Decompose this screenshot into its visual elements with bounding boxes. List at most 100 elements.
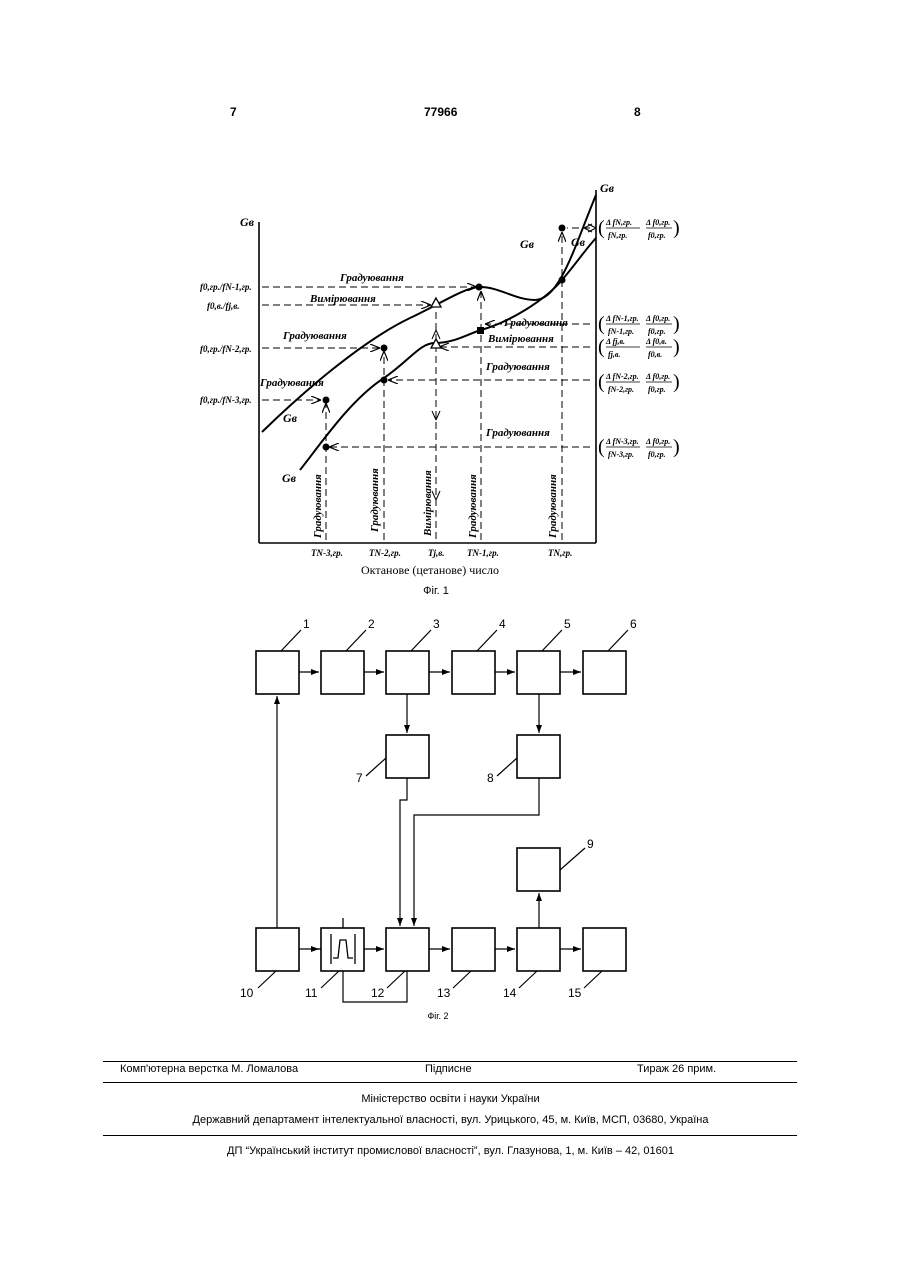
footer-ministry: Міністерство освіти і науки України <box>0 1093 901 1105</box>
ratio-numerator-2: Δ f0,в. <box>645 337 667 346</box>
paren-open: ( <box>598 217 605 239</box>
paren-close: ) <box>673 371 680 393</box>
block-number-13: 13 <box>437 986 451 1000</box>
x-tick-4: TN-1,гр. <box>467 548 499 558</box>
label-graduation-right-2: Градуювання <box>485 361 550 373</box>
ratio-denominator-1: fj,в. <box>608 350 620 359</box>
label-measurement-right: Вимірювання <box>487 333 554 345</box>
paren-close: ) <box>673 436 680 458</box>
ratio-numerator-1: Δ fN-3,гр. <box>605 437 639 446</box>
block-7 <box>386 735 429 778</box>
figure-1-graph: Gв Gв Gв Gв Gв Gв f0,гр./fN-1,гр. f0,в./… <box>0 0 901 610</box>
label-graduation-mid: Градуювання <box>282 330 347 342</box>
footer-layout: Комп'ютерна верстка М. Ломалова <box>120 1063 298 1075</box>
ratio-denominator-1: fN-2,гр. <box>608 385 634 394</box>
block-number-5: 5 <box>564 617 571 631</box>
ratio-numerator-1: Δ fN-1,гр. <box>605 314 639 323</box>
right-ratio-j: (Δ fj,в. fj,в. Δ f0,в. f0,в.) <box>598 336 680 359</box>
block-number-9: 9 <box>587 837 594 851</box>
label-graduation-v4: Градуювання <box>547 474 559 539</box>
label-graduation-top: Градуювання <box>339 272 404 284</box>
ratio-denominator-1: fN-3,гр. <box>608 450 634 459</box>
label-measurement-v: Вимірювання <box>422 470 434 537</box>
paren-open: ( <box>598 436 605 458</box>
x-tick-1: TN-3,гр. <box>311 548 343 558</box>
left-ratio-3: f0,гр./fN-2,гр. <box>200 344 252 354</box>
ratio-numerator-1: Δ fN,гр. <box>605 218 632 227</box>
footer-signed: Підписне <box>425 1063 472 1075</box>
block-number-4: 4 <box>499 617 506 631</box>
paren-open: ( <box>598 336 605 358</box>
block-12 <box>386 928 429 971</box>
right-ratio-n: (Δ fN,гр. fN,гр. Δ f0,гр. f0,гр.) <box>598 217 680 240</box>
ratio-numerator-2: Δ f0,гр. <box>645 437 670 446</box>
ratio-numerator-2: Δ f0,гр. <box>645 314 670 323</box>
block-number-7: 7 <box>356 771 363 785</box>
ratio-denominator-2: f0,гр. <box>648 450 666 459</box>
block-3 <box>386 651 429 694</box>
y-axis-right-label: Gв <box>600 181 615 195</box>
x-tick-2: TN-2,гр. <box>369 548 401 558</box>
footer-department: Державний департамент інтелектуальної вл… <box>0 1114 901 1126</box>
label-measurement-top: Вимірювання <box>309 293 376 305</box>
block-number-6: 6 <box>630 617 637 631</box>
block-number-14: 14 <box>503 986 517 1000</box>
left-ratio-4: f0,гр./fN-3,гр. <box>200 395 252 405</box>
ratio-denominator-1: fN-1,гр. <box>608 327 634 336</box>
block-number-15: 15 <box>568 986 582 1000</box>
curve-label-upper-right: Gв <box>571 235 586 249</box>
label-graduation-v2: Градуювання <box>369 468 381 533</box>
ratio-numerator-1: Δ fN-2,гр. <box>605 372 639 381</box>
curve-label-lower-left: Gв <box>283 411 298 425</box>
footer-institute: ДП “Український інститут промислової вла… <box>0 1145 901 1157</box>
block-11 <box>321 928 364 971</box>
ratio-denominator-2: f0,гр. <box>648 231 666 240</box>
x-tick-3: Tj,в. <box>428 548 445 558</box>
figure-2-block-diagram: 1 2 3 4 5 6 7 8 9 10 11 12 13 14 15 Фіг.… <box>0 610 901 1030</box>
ratio-denominator-2: f0,в. <box>648 350 662 359</box>
right-ratio-n2: (Δ fN-2,гр. fN-2,гр. Δ f0,гр. f0,гр.) <box>598 371 680 394</box>
ratio-denominator-1: fN,гр. <box>608 231 627 240</box>
block-9 <box>517 848 560 891</box>
block-number-2: 2 <box>368 617 375 631</box>
ratio-numerator-1: Δ fj,в. <box>605 337 625 346</box>
footer-rule-2 <box>103 1082 797 1083</box>
block-6 <box>583 651 626 694</box>
y-axis-left-label: Gв <box>240 215 255 229</box>
label-graduation-right-3: Градуювання <box>485 427 550 439</box>
ratio-denominator-2: f0,гр. <box>648 327 666 336</box>
block-number-3: 3 <box>433 617 440 631</box>
ratio-denominator-2: f0,гр. <box>648 385 666 394</box>
label-graduation-right-1: Градуювання <box>503 317 568 329</box>
block-number-12: 12 <box>371 986 385 1000</box>
curve-graduation <box>262 195 596 432</box>
block-1 <box>256 651 299 694</box>
block-number-1: 1 <box>303 617 310 631</box>
block-number-11: 11 <box>305 986 318 1000</box>
x-axis-label: Октанове (цетанове) число <box>361 563 499 577</box>
block-13 <box>452 928 495 971</box>
figure-1-caption: Фіг. 1 <box>423 585 449 597</box>
label-graduation-v3: Градуювання <box>467 474 479 539</box>
paren-open: ( <box>598 313 605 335</box>
paren-close: ) <box>673 313 680 335</box>
block-8 <box>517 735 560 778</box>
label-graduation-low: Градуювання <box>259 377 324 389</box>
block-10 <box>256 928 299 971</box>
ratio-numerator-2: Δ f0,гр. <box>645 218 670 227</box>
label-graduation-v1: Градуювання <box>312 474 324 539</box>
block-number-10: 10 <box>240 986 254 1000</box>
block-number-8: 8 <box>487 771 494 785</box>
block-15 <box>583 928 626 971</box>
paren-close: ) <box>673 336 680 358</box>
paren-close: ) <box>673 217 680 239</box>
curve-label-upper: Gв <box>520 237 535 251</box>
block-2 <box>321 651 364 694</box>
block-4 <box>452 651 495 694</box>
right-ratio-n1: (Δ fN-1,гр. fN-1,гр. Δ f0,гр. f0,гр.) <box>598 313 680 336</box>
footer-rule-3 <box>103 1135 797 1136</box>
ratio-numerator-2: Δ f0,гр. <box>645 372 670 381</box>
paren-open: ( <box>598 371 605 393</box>
x-tick-5: TN,гр. <box>548 548 572 558</box>
footer-rule-1 <box>103 1061 797 1062</box>
